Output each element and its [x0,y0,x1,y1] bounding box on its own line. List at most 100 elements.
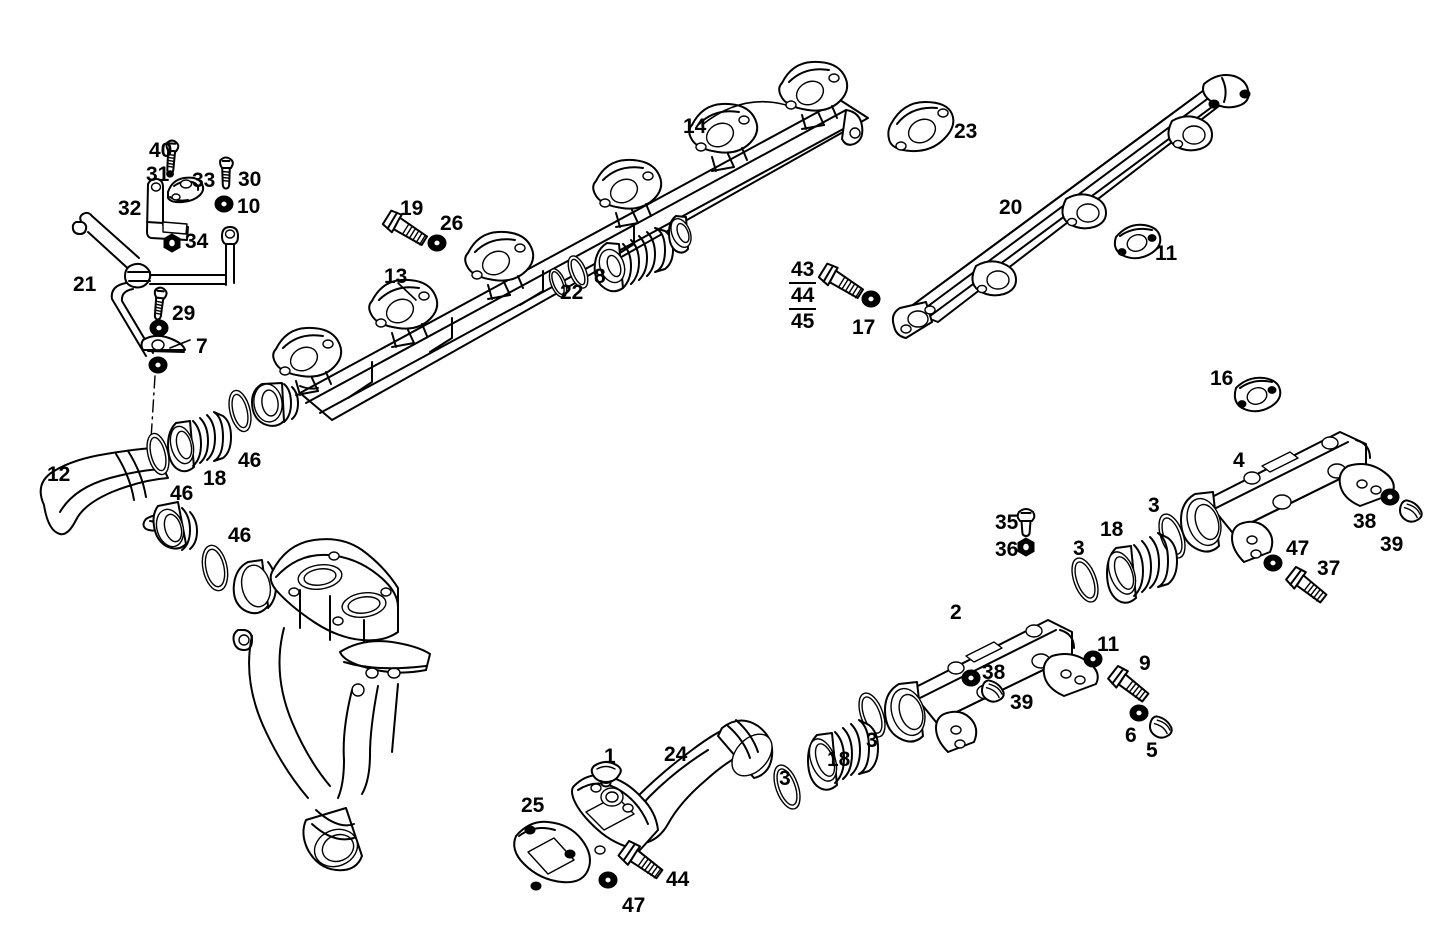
part-30-screw [219,156,234,190]
group-manifold-casting [232,538,431,872]
callout-number-38: 38 [1353,510,1377,533]
part-20-intake-rail [891,74,1251,339]
callout-number-4: 4 [1233,449,1245,472]
part-1-plug [590,761,622,788]
callout-number-23: 23 [954,120,978,143]
part-9-bolt [1107,664,1150,703]
callout-number-26: 26 [440,212,464,235]
part-39-plug-b [980,679,1005,703]
manifold-port-1 [272,326,343,396]
part-18-bellows-a [167,411,232,473]
group-elbow-12 [39,389,252,592]
callout-number-18: 18 [203,467,227,490]
manifold-port-2 [368,278,439,348]
part-46-ring-c [201,544,229,592]
callout-number-44: 44 [789,284,817,311]
part-24-elbow-pipe [571,719,774,855]
callout-number-34: 34 [185,230,209,253]
callout-number-17: 17 [852,316,876,339]
callout-number-38: 38 [982,661,1006,684]
group-exhaust-manifold-13 [251,60,869,427]
part-22-rings [548,255,589,298]
callout-number-45: 45 [791,310,815,334]
callout-number-37: 37 [1317,557,1341,580]
callout-number-21: 21 [73,273,97,296]
part-16-gasket [1233,376,1282,413]
callout-number-11: 11 [1097,633,1120,656]
part-17-washer [861,290,881,308]
callout-number-5: 5 [1146,739,1158,762]
callout-number-18: 18 [1100,518,1124,541]
callout-number-12: 12 [47,463,71,486]
part-35-screw [1016,508,1036,537]
callout-number-1: 1 [604,745,616,768]
manifold-port-4 [592,158,663,228]
callout-number-46: 46 [170,482,194,505]
part-3-ring-lower-b [773,764,801,810]
callout-number-30: 30 [238,168,262,191]
part-40-screw [165,139,180,178]
part-3-ring-upper-right [1158,513,1186,559]
manifold-port-6 [778,60,864,146]
part-37-bolt [1285,565,1328,604]
part-23-gasket [887,101,955,153]
callout-number-7: 7 [196,335,208,358]
manifold-left-outlet [251,382,299,427]
callout-number-47: 47 [622,894,646,917]
callout-number-32: 32 [118,197,142,220]
part-10-washer [214,195,234,213]
callout-number-3: 3 [866,729,878,752]
part-38-washer-b [961,669,981,687]
manifold-port-3 [464,230,535,300]
callout-number-40: 40 [149,139,173,162]
part-36-nut [1017,537,1035,557]
callout-number-16: 16 [1210,367,1234,390]
callout-number-31: 31 [146,163,170,186]
callout-number-44: 44 [666,868,690,891]
part-38-washer-a [1380,488,1400,506]
part-34-nut [163,233,181,253]
part-46-ring-b [228,389,252,433]
callout-number-47: 47 [1286,537,1310,560]
part-44-bolt-b [617,839,664,880]
callout-number-25: 25 [521,794,545,817]
part-26-washer [427,234,447,252]
part-19-bolt [381,209,429,246]
callout-number-20: 20 [999,196,1023,219]
callout-number-36: 36 [995,538,1019,561]
part-39-plug-a [1398,499,1423,523]
callout-number-39: 39 [1380,533,1404,556]
part-47-washer-a [1263,554,1283,572]
callout-number-14: 14 [683,115,707,138]
callout-number-2: 2 [950,601,962,624]
callout-number-11: 11 [1155,242,1178,265]
part-25-gasket [513,820,591,891]
group-linkage-assembly [71,139,239,456]
manifold-sleeve [668,215,692,254]
part-2-intake-rail [884,619,1099,753]
callout-number-8: 8 [594,265,606,288]
callout-number-22: 22 [560,281,584,304]
part-29-screw [153,286,168,321]
callout-number-6: 6 [1125,724,1137,747]
part-6-washer [1129,704,1149,722]
callout-number-18: 18 [827,748,851,771]
part-8-bellows [593,227,674,293]
callout-number-46: 46 [238,449,262,472]
callout-number-24: 24 [664,743,688,766]
part-18-bellows-b [1106,532,1178,604]
part-33-clamp [167,176,205,204]
callout-number-10: 10 [237,195,261,218]
part-21-tube-assembly [71,211,239,357]
manifold-port-5 [688,102,759,172]
callout-number-13: 13 [384,265,408,288]
callout-number-19: 19 [400,197,424,220]
part-3-ring-upper-right-2 [1071,557,1099,603]
callout-number-3: 3 [1148,494,1160,517]
part-4-intake-rail [1180,431,1395,563]
callout-number-39: 39 [1010,691,1034,714]
callout-number-46: 46 [228,524,252,547]
